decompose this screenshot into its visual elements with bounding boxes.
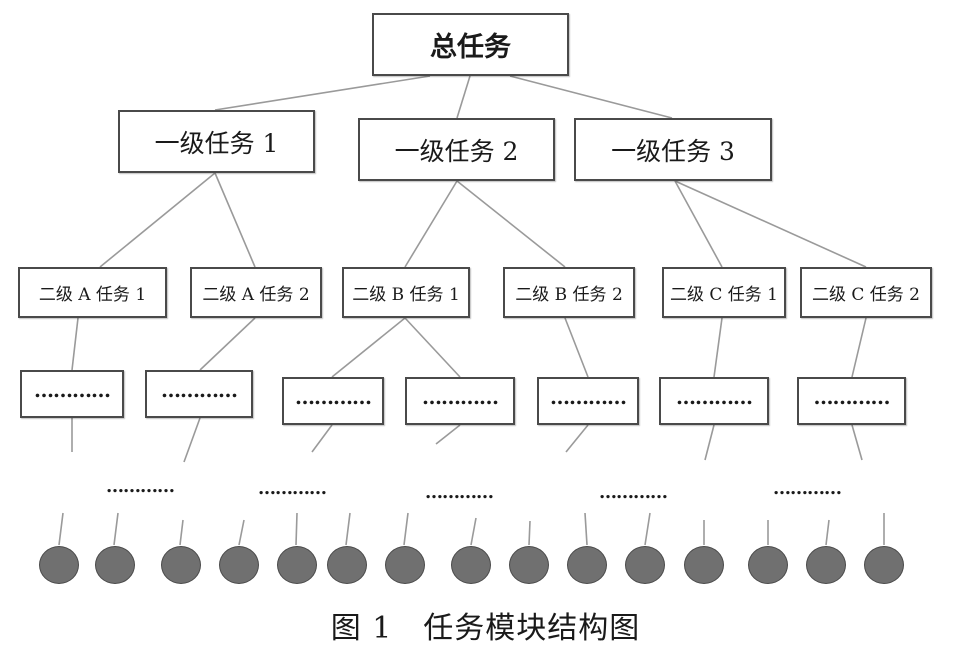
edge xyxy=(345,512,351,546)
root-task-box: 总任务 xyxy=(372,13,569,76)
edge xyxy=(851,317,867,378)
level1-task-3: 一级任务 3 xyxy=(574,118,772,181)
leaf-node xyxy=(806,546,846,584)
level1-task-2: 一级任务 2 xyxy=(358,118,555,181)
edge xyxy=(331,317,406,378)
level2-b-task-1: 二级 B 任务 1 xyxy=(342,267,470,318)
edge xyxy=(238,519,245,546)
leaf-node xyxy=(219,546,259,584)
leaf-node xyxy=(161,546,201,584)
placeholder-box: ………… xyxy=(145,370,253,418)
leaf-node xyxy=(748,546,788,584)
edge xyxy=(825,519,830,546)
edge xyxy=(851,424,863,461)
placeholder-box: ………… xyxy=(20,370,124,418)
edge xyxy=(584,512,588,546)
edge xyxy=(674,180,723,268)
edge xyxy=(470,517,477,546)
edge xyxy=(713,317,723,378)
ellipsis-text: ………… xyxy=(425,482,494,503)
level2-c-task-1: 二级 C 任务 1 xyxy=(662,267,786,318)
edge xyxy=(71,317,79,371)
edge xyxy=(183,417,201,463)
ellipsis-text: ………… xyxy=(258,478,327,499)
leaf-node xyxy=(327,546,367,584)
level2-a-task-2: 二级 A 任务 2 xyxy=(190,267,322,318)
edge xyxy=(214,172,256,268)
leaf-node xyxy=(451,546,491,584)
edge xyxy=(564,317,589,378)
edge xyxy=(311,424,333,453)
edge xyxy=(403,512,409,546)
edge xyxy=(509,75,673,119)
figure-caption: 图 1 任务模块结构图 xyxy=(330,611,641,646)
leaf-node xyxy=(39,546,79,584)
level2-a-task-1: 二级 A 任务 1 xyxy=(18,267,167,318)
leaf-node xyxy=(95,546,135,584)
edge xyxy=(456,180,566,268)
placeholder-box: ………… xyxy=(282,377,384,425)
edge xyxy=(99,172,216,268)
ellipsis-text: ………… xyxy=(106,476,175,497)
level2-c-task-2: 二级 C 任务 2 xyxy=(800,267,932,318)
edge xyxy=(58,512,64,546)
edge xyxy=(113,512,119,546)
edge xyxy=(295,512,298,546)
edge xyxy=(704,424,715,461)
level2-b-task-2: 二级 B 任务 2 xyxy=(503,267,635,318)
edge xyxy=(674,180,867,268)
edge xyxy=(404,180,458,268)
leaf-node xyxy=(509,546,549,584)
leaf-node xyxy=(567,546,607,584)
edge xyxy=(565,424,589,453)
edge xyxy=(435,424,461,445)
edge xyxy=(456,75,471,119)
edge xyxy=(179,519,184,546)
ellipsis-text: ………… xyxy=(773,478,842,499)
leaf-node xyxy=(277,546,317,584)
placeholder-box: ………… xyxy=(797,377,906,425)
leaf-node xyxy=(864,546,904,584)
ellipsis-text: ………… xyxy=(599,482,668,503)
edge xyxy=(644,512,651,546)
placeholder-box: ………… xyxy=(537,377,639,425)
leaf-node xyxy=(385,546,425,584)
edge xyxy=(528,520,531,546)
leaf-node xyxy=(684,546,724,584)
level1-task-1: 一级任务 1 xyxy=(118,110,315,173)
edge xyxy=(404,317,461,378)
placeholder-box: ………… xyxy=(405,377,515,425)
edge xyxy=(199,317,256,371)
placeholder-box: ………… xyxy=(659,377,769,425)
edge xyxy=(214,75,431,111)
leaf-node xyxy=(625,546,665,584)
